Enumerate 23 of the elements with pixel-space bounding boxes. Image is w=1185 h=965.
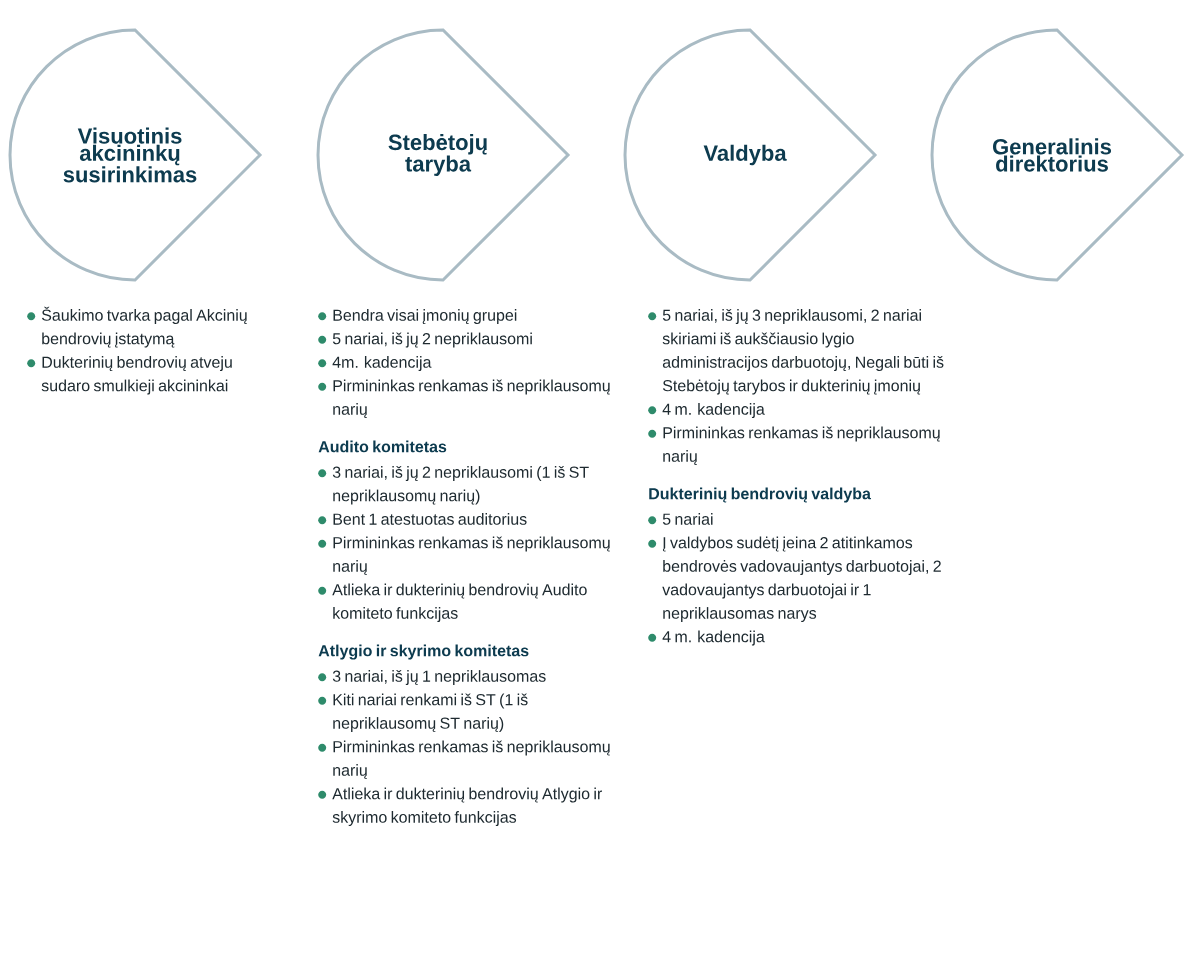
bullet-item: Į valdybos sudėtį įeina 2 atitinkamos bendrovės vadovaujantys darbuotojai, 2 vadovaujantys darbuotojai ir 1 nepriklausomas narys [648, 536, 941, 622]
bullet-item: 4 m. kadencija [648, 630, 765, 646]
bullet-item: 4m. kadencija [318, 356, 432, 371]
bullet-item: Bendra visai įmonių grupei [318, 309, 517, 325]
list-heading: Audito komitetas [318, 440, 447, 453]
bullet-item: 5 nariai, iš jų 3 nepriklausomi, 2 nariai skiriami iš aukščiausio lygio administracijos darbuotojų, Negali būti iš Stebėtojų tarybos ir dukterinių įmonių [648, 309, 944, 395]
bullet-item: 5 nariai, iš jų 2 nepriklausomi [318, 332, 532, 348]
bullet-item: Pirmininkas renkamas iš nepriklausomų narių [648, 426, 940, 466]
bullet-item: Dukterinių bendrovių atveju sudaro smulkieji akcininkai [27, 356, 232, 395]
bullet-item: Kiti nariai renkami iš ST (1 iš nepriklausomų ST narių) [318, 693, 528, 733]
bullet-item: Bent 1 atestuotas auditorius [318, 513, 527, 525]
bullet-item: Atlieka ir dukterinių bendrovių Audito komiteto funkcijas [318, 583, 587, 622]
bullet-item: 5 nariai [648, 513, 713, 525]
list-heading: Dukterinių bendrovių valdyba [649, 487, 871, 503]
bullet-item: 4 m. kadencija [648, 403, 765, 418]
bullet-item: Pirmininkas renkamas iš nepriklausomų narių [318, 740, 610, 780]
bullet-item: Atlieka ir dukterinių bendrovių Atlygio ir skyrimo komiteto funkcijas [318, 787, 602, 826]
bullet-item: 3 nariai, iš jų 2 nepriklausomi (1 iš ST nepriklausomų narių) [318, 466, 589, 505]
bullet-item: Pirmininkas renkamas iš nepriklausomų narių [318, 379, 610, 419]
bullet-item: Šaukimo tvarka pagal Akcinių bendrovių įstatymą [27, 306, 247, 348]
bullet-item: Pirmininkas renkamas iš nepriklausomų narių [318, 536, 610, 576]
bullet-item: 3 nariai, iš jų 1 nepriklausomas [318, 670, 546, 686]
list-heading: Atlygio ir skyrimo komitetas [318, 644, 529, 660]
